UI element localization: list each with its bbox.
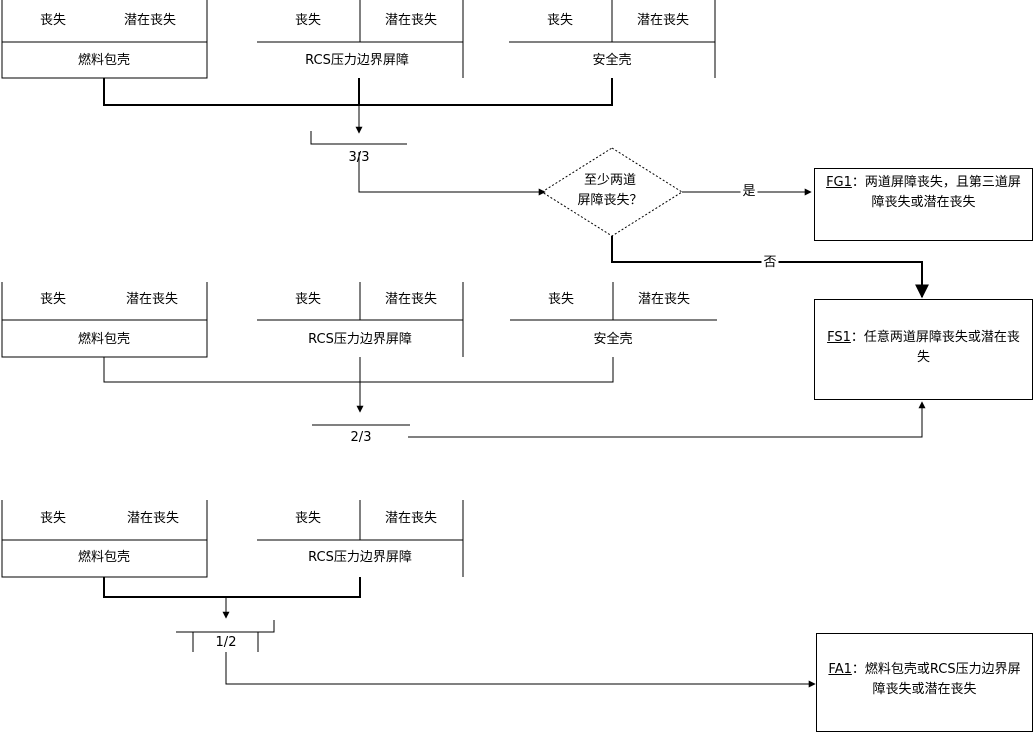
row3-rcs-boundary-label: RCS压力边界屏障 xyxy=(308,550,412,565)
row2-fuel-cladding-label: 燃料包壳 xyxy=(77,332,131,347)
fs1-code: FS1 xyxy=(827,330,851,345)
fa1-outcome-box: FA1：燃料包壳或RCS压力边界屏障丧失或潜在丧失 xyxy=(816,633,1033,732)
fg1-outcome-box: FG1：两道屏障丧失，且第三道屏障丧失或潜在丧失 xyxy=(814,168,1033,241)
row1-rcs-potential-label: 潜在丧失 xyxy=(384,13,438,28)
row3-fuel-lost-label: 丧失 xyxy=(39,511,67,526)
yes-label: 是 xyxy=(740,184,758,200)
decision-line2: 屏障丧失？ xyxy=(577,193,643,208)
row2-rcs-potential-label: 潜在丧失 xyxy=(384,292,438,307)
row3-rcs-potential-label: 潜在丧失 xyxy=(384,511,438,526)
gate-2-3-label: 2/3 xyxy=(350,430,372,445)
row1-fuel-potential-label: 潜在丧失 xyxy=(123,13,177,28)
gate-1-2 xyxy=(176,620,275,652)
row2-fuel-potential-label: 潜在丧失 xyxy=(125,292,179,307)
fg1-text: ：两道屏障丧失，且第三道屏障丧失或潜在丧失 xyxy=(851,175,1021,210)
fa1-text: ：燃料包壳或RCS压力边界屏障丧失或潜在丧失 xyxy=(851,662,1021,697)
row2-barrier-boxes xyxy=(1,282,717,358)
gate2-to-fs1-arrow xyxy=(408,401,926,438)
row2-fuel-lost-label: 丧失 xyxy=(39,292,67,307)
row2-containment-lost-label: 丧失 xyxy=(547,292,575,307)
gate-1-2-label: 1/2 xyxy=(215,635,237,650)
decision-line1: 至少两道 xyxy=(583,173,637,188)
row3-rcs-lost-label: 丧失 xyxy=(294,511,322,526)
row1-containment-lost-label: 丧失 xyxy=(546,13,574,28)
row2-containment-potential-label: 潜在丧失 xyxy=(637,292,691,307)
row2-rcs-lost-label: 丧失 xyxy=(294,292,322,307)
row1-barrier-boxes xyxy=(1,0,716,79)
no-label: 否 xyxy=(761,255,779,271)
row1-rcs-boundary-label: RCS压力边界屏障 xyxy=(305,53,409,68)
gate1-to-decision-line xyxy=(358,152,546,196)
row1-fuel-lost-label: 丧失 xyxy=(39,13,67,28)
decision-diamond xyxy=(541,147,683,237)
row1-rcs-lost-label: 丧失 xyxy=(294,13,322,28)
fg1-code: FG1 xyxy=(826,175,852,190)
row1-fuel-cladding-label: 燃料包壳 xyxy=(77,53,131,68)
gate-3-3 xyxy=(310,131,407,145)
gate3-to-fa1-arrow xyxy=(225,652,816,688)
row3-fuel-potential-label: 潜在丧失 xyxy=(126,511,180,526)
row2-connectors xyxy=(103,357,614,383)
row1-containment-potential-label: 潜在丧失 xyxy=(636,13,690,28)
row2-rcs-boundary-label: RCS压力边界屏障 xyxy=(308,332,412,347)
gate-3-3-label: 3/3 xyxy=(348,150,370,165)
row3-connectors xyxy=(103,577,361,598)
row3-fuel-cladding-label: 燃料包壳 xyxy=(77,550,131,565)
fs1-outcome-box: FS1：任意两道屏障丧失或潜在丧失 xyxy=(814,299,1033,400)
row1-connectors xyxy=(103,78,613,106)
fs1-text: ：任意两道屏障丧失或潜在丧失 xyxy=(850,330,1020,365)
row2-containment-label: 安全壳 xyxy=(593,332,633,347)
fa1-code: FA1 xyxy=(828,662,852,677)
row1-containment-label: 安全壳 xyxy=(592,53,632,68)
